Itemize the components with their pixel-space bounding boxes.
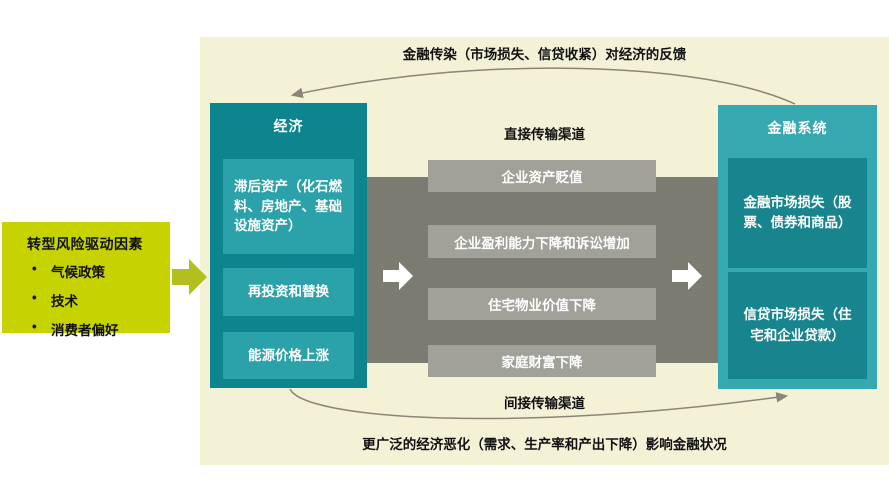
bullet-icon: •: [32, 319, 37, 334]
bullet-icon: •: [32, 261, 37, 276]
driver-item-climate-policy: • 气候政策: [32, 261, 170, 281]
economy-box-reinvestment: 再投资和替换: [223, 268, 354, 316]
channel-box-asset-depreciation: 企业资产贬值: [428, 160, 656, 192]
driver-item-label: 气候政策: [51, 265, 105, 280]
financial-system-column: 金融系统 金融市场损失（股票、债券和商品） 信贷市场损失（住宅和企业贷款）: [718, 105, 877, 389]
feedback-label: 金融传染（市场损失、信贷收紧）对经济的反馈: [402, 47, 687, 62]
direct-channels-label: 直接传输渠道: [504, 127, 585, 142]
diagram-panel: 金融传染（市场损失、信贷收紧）对经济的反馈 经济 滞后资产（化石燃料、房地产、基…: [200, 37, 889, 465]
transition-risk-drivers-box: 转型风险驱动因素 • 气候政策 • 技术 • 消费者偏好: [2, 222, 170, 338]
economy-box-energy-prices: 能源价格上涨: [223, 332, 354, 379]
driver-box-title: 转型风险驱动因素: [27, 236, 143, 252]
channel-box-residential-property: 住宅物业价值下降: [428, 288, 656, 320]
financial-box-credit-losses: 信贷市场损失（住宅和企业贷款）: [728, 272, 867, 379]
driver-item-label: 消费者偏好: [51, 323, 119, 338]
economy-title: 经济: [273, 118, 304, 134]
driver-item-label: 技术: [51, 294, 78, 309]
driver-item-technology: • 技术: [32, 290, 170, 310]
economy-box-stranded-assets: 滞后资产（化石燃料、房地产、基础设施资产）: [223, 159, 354, 254]
financial-box-market-losses: 金融市场损失（股票、债券和商品）: [728, 158, 867, 268]
transmission-band: [367, 177, 718, 363]
indirect-channels-label: 间接传输渠道: [504, 396, 585, 411]
channel-box-household-wealth: 家庭财富下降: [428, 345, 656, 377]
bullet-icon: •: [32, 290, 37, 305]
economic-deterioration-label: 更广泛的经济恶化（需求、生产率和产出下降）影响金融状况: [362, 437, 727, 452]
channel-box-profitability-litigation: 企业盈利能力下降和诉讼增加: [428, 225, 656, 258]
economy-column: 经济 滞后资产（化石燃料、房地产、基础设施资产） 再投资和替换 能源价格上涨: [210, 103, 367, 388]
financial-system-title: 金融系统: [767, 120, 828, 136]
driver-item-consumer-preferences: • 消费者偏好: [32, 319, 170, 339]
